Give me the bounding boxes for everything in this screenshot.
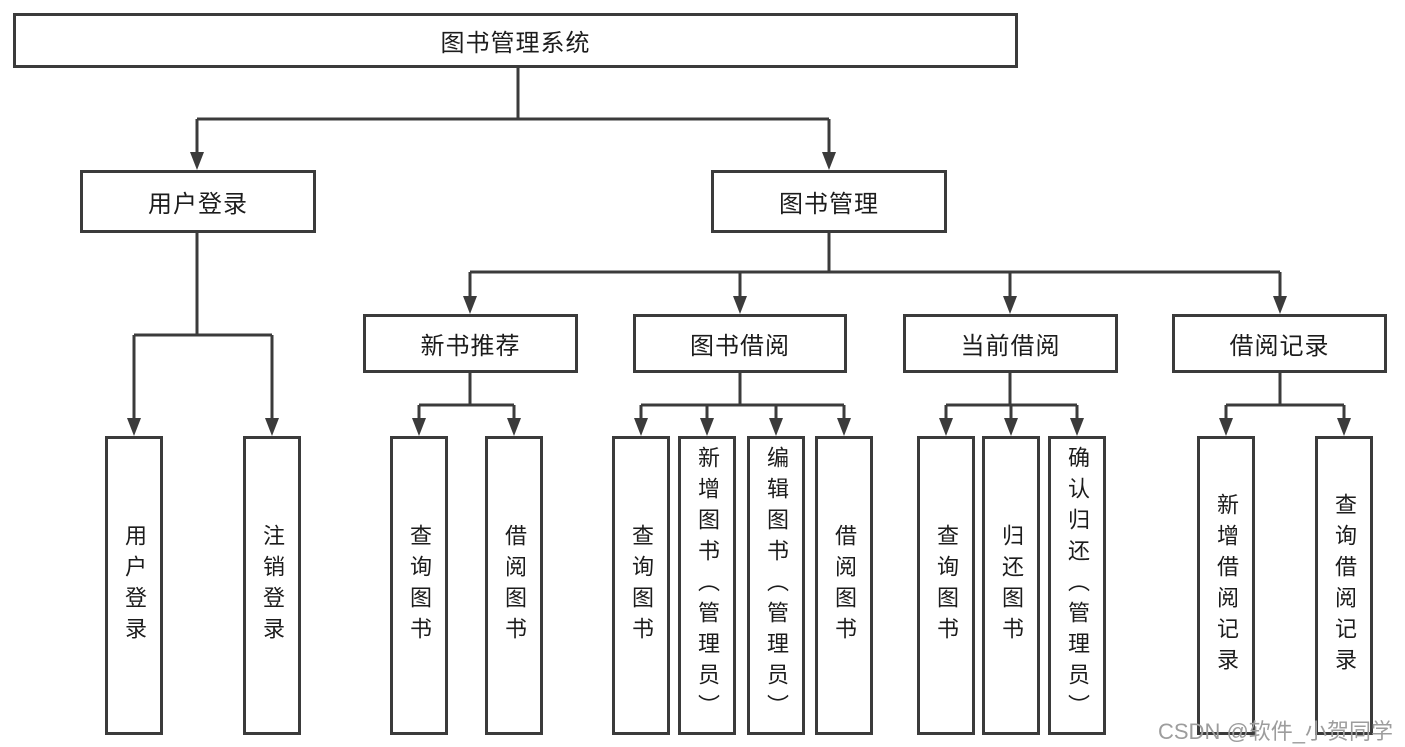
node-book-borrow: 图书借阅: [633, 314, 847, 373]
leaf-return-book: 归还图书: [982, 436, 1040, 735]
watermark: CSDN @软件_小贺同学: [1158, 719, 1394, 744]
node-book-management: 图书管理: [711, 170, 947, 233]
leaf-query-books-borrow: 查询图书: [612, 436, 670, 735]
leaf-logout: 注销登录: [243, 436, 301, 735]
leaf-borrow-books: 借阅图书: [815, 436, 873, 735]
node-new-book-recommend: 新书推荐: [363, 314, 578, 373]
node-user-login: 用户登录: [80, 170, 316, 233]
leaf-confirm-return-admin: 确认归还（管理员）: [1048, 436, 1106, 735]
leaf-edit-book-admin: 编辑图书（管理员）: [747, 436, 805, 735]
leaf-user-login: 用户登录: [105, 436, 163, 735]
node-current-borrow: 当前借阅: [903, 314, 1118, 373]
leaf-add-borrow-record: 新增借阅记录: [1197, 436, 1255, 735]
leaf-add-book-admin: 新增图书（管理员）: [678, 436, 736, 735]
node-borrow-records: 借阅记录: [1172, 314, 1387, 373]
leaf-query-borrow-record: 查询借阅记录: [1315, 436, 1373, 735]
leaf-query-books-current: 查询图书: [917, 436, 975, 735]
node-library-system: 图书管理系统: [13, 13, 1018, 68]
leaf-borrow-books-recommend: 借阅图书: [485, 436, 543, 735]
leaf-query-books-recommend: 查询图书: [390, 436, 448, 735]
